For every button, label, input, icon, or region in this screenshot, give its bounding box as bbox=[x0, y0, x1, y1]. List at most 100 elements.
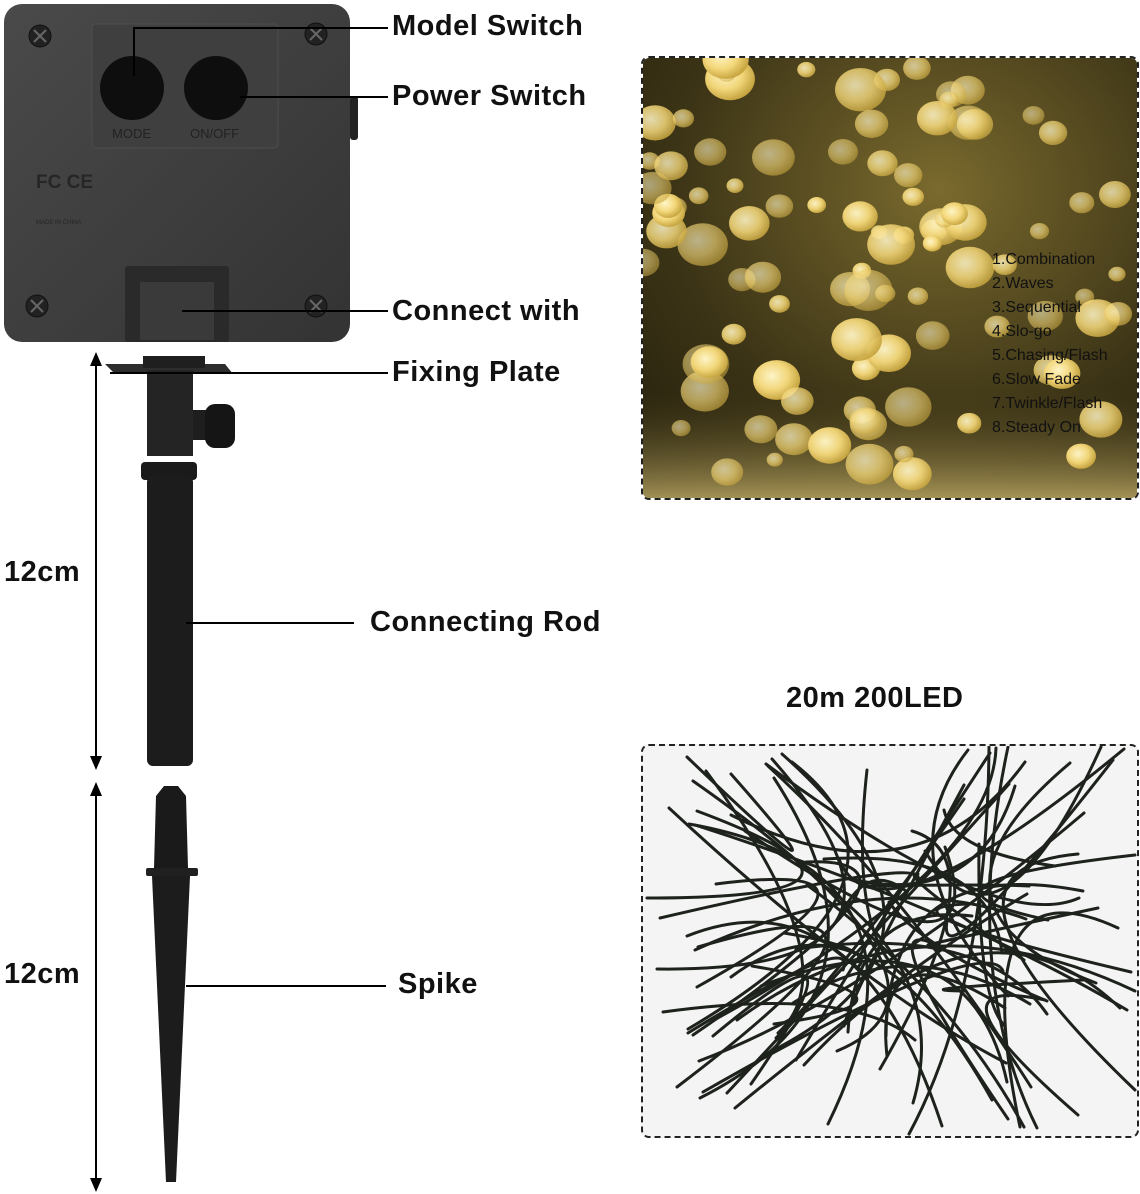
led-bulb bbox=[1079, 401, 1123, 438]
cable-strand bbox=[645, 809, 804, 900]
cable-strand bbox=[661, 1002, 917, 1042]
cable-strand bbox=[884, 883, 1085, 1038]
led-bulb bbox=[654, 151, 688, 181]
led-bulb bbox=[957, 412, 982, 434]
led-bulb bbox=[945, 246, 995, 289]
led-bulb bbox=[672, 109, 694, 128]
led-bulb bbox=[1104, 302, 1133, 326]
cable-strand bbox=[794, 751, 992, 1062]
led-bulb bbox=[766, 452, 783, 467]
led-bulb bbox=[711, 458, 744, 486]
cable-strand bbox=[693, 823, 1129, 1012]
cable-strand bbox=[941, 978, 1085, 993]
connecting-rod-label: Connecting Rod bbox=[370, 606, 601, 638]
cable-strand bbox=[842, 783, 966, 1028]
light-mode-item: 7.Twinkle/Flash bbox=[992, 395, 1103, 412]
spike-illustration bbox=[146, 786, 198, 1182]
led-bulb bbox=[702, 58, 749, 79]
mode-button-text: MODE bbox=[112, 126, 151, 141]
led-bulb bbox=[688, 187, 709, 205]
led-bulb bbox=[844, 269, 893, 311]
light-mode-item: 6.Slow Fade bbox=[992, 371, 1081, 388]
cable-strand bbox=[988, 746, 1039, 1130]
led-lights-photo bbox=[641, 56, 1139, 500]
led-bulb bbox=[1029, 223, 1050, 240]
cable-strand bbox=[675, 924, 828, 1089]
made-in-text: MADE IN CHINA bbox=[36, 220, 82, 226]
light-mode-item: 1.Combination bbox=[992, 251, 1096, 268]
led-bulb bbox=[894, 445, 914, 463]
cable-strand bbox=[725, 782, 1011, 1095]
led-bulb bbox=[867, 150, 898, 177]
cable-strand bbox=[1001, 852, 1137, 1092]
led-bulb bbox=[828, 139, 858, 165]
led-bulb bbox=[885, 387, 932, 427]
mode-button-shape bbox=[100, 56, 164, 120]
led-bulb bbox=[992, 254, 1017, 275]
led-bulb bbox=[744, 261, 782, 293]
led-bulb bbox=[744, 415, 778, 444]
led-bulb bbox=[807, 197, 827, 213]
cable-strand bbox=[695, 877, 820, 989]
light-mode-item: 3.Sequential bbox=[992, 299, 1081, 316]
cable-strand bbox=[735, 944, 1137, 1022]
certification-marks: FC CE bbox=[36, 172, 93, 193]
led-bulb bbox=[922, 235, 942, 252]
led-bulb bbox=[726, 178, 744, 193]
led-bulb bbox=[643, 248, 660, 277]
led-bulb bbox=[903, 58, 931, 80]
cable-strand bbox=[979, 853, 1137, 922]
light-mode-item: 4.Slo-go bbox=[992, 323, 1052, 340]
led-bulb bbox=[1108, 266, 1126, 282]
spike-leader bbox=[186, 985, 386, 987]
connecting-rod-illustration bbox=[105, 356, 235, 766]
led-bulb bbox=[797, 61, 816, 78]
power-button-shape bbox=[184, 56, 248, 120]
led-bulb bbox=[842, 201, 878, 232]
led-bulb bbox=[671, 420, 691, 437]
cable-strand bbox=[887, 900, 1049, 1003]
cable-strand bbox=[846, 913, 974, 1034]
led-bulb bbox=[643, 171, 672, 205]
led-bulb bbox=[1038, 120, 1068, 145]
cable-strand bbox=[817, 880, 923, 1105]
led-bulb bbox=[915, 321, 950, 350]
led-bulb bbox=[948, 105, 989, 140]
led-bulb bbox=[1099, 181, 1131, 208]
cable-strand bbox=[853, 784, 1017, 887]
led-bulb bbox=[894, 163, 923, 188]
cable-bundle-photo bbox=[641, 744, 1139, 1138]
cable-bundle-graphic bbox=[645, 746, 1137, 1136]
led-bulb bbox=[721, 323, 746, 345]
fixing-plate-label: Fixing Plate bbox=[392, 356, 561, 388]
led-bulb bbox=[677, 223, 728, 266]
led-bulb bbox=[1027, 300, 1063, 332]
cable-strand bbox=[1003, 911, 1120, 1129]
connect-with-leader bbox=[182, 310, 388, 312]
led-bulb bbox=[902, 187, 924, 206]
led-bulb bbox=[1022, 106, 1045, 125]
rod-length-label: 12cm bbox=[4, 556, 81, 588]
led-bulb bbox=[729, 206, 770, 241]
led-bulb bbox=[916, 101, 958, 136]
led-bulb bbox=[769, 295, 790, 313]
led-bulb bbox=[1069, 192, 1095, 214]
model-switch-label: Model Switch bbox=[392, 10, 584, 42]
led-bulb bbox=[1066, 443, 1096, 469]
led-bulb bbox=[849, 407, 882, 435]
cable-strand bbox=[944, 758, 1115, 938]
led-bulb bbox=[1043, 357, 1081, 389]
led-bulb bbox=[643, 105, 676, 141]
cable-strand bbox=[764, 762, 1081, 906]
led-bulb bbox=[835, 68, 886, 112]
dimension-arrow-spike bbox=[90, 782, 102, 1192]
cable-strand bbox=[685, 755, 794, 852]
led-bulb bbox=[867, 224, 915, 265]
led-bulb bbox=[941, 202, 968, 226]
led-bulb bbox=[694, 138, 727, 166]
cable-strand bbox=[926, 906, 1100, 947]
spike-length-label: 12cm bbox=[4, 958, 81, 990]
led-bulb bbox=[690, 346, 728, 378]
product-spec-title: 20m 200LED bbox=[786, 682, 964, 714]
led-bulb bbox=[984, 315, 1010, 338]
